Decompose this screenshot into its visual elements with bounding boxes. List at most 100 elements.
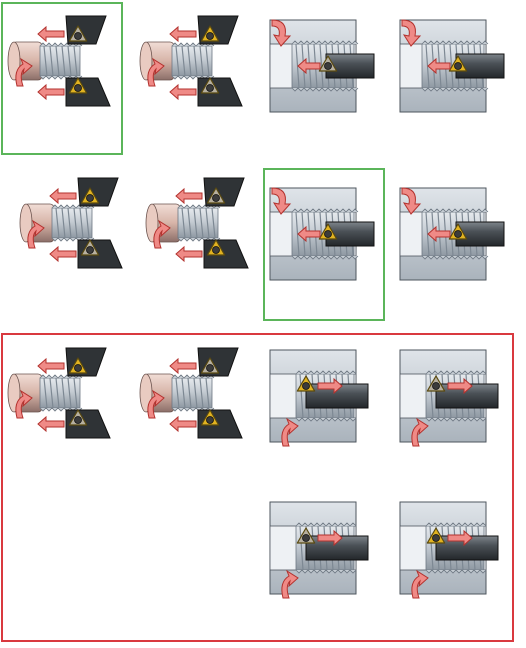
thread-teeth-bottom bbox=[51, 237, 95, 242]
thread-teeth-top bbox=[425, 522, 487, 527]
thread-crest bbox=[449, 211, 454, 257]
thread-crest bbox=[55, 377, 60, 409]
thread-crest bbox=[67, 377, 72, 409]
thread-teeth-top bbox=[295, 522, 357, 527]
rotation-arrow-icon bbox=[411, 569, 429, 599]
thread-crest bbox=[299, 373, 304, 419]
rotation-arrow-icon bbox=[147, 57, 165, 87]
thread-band bbox=[39, 377, 81, 409]
feed-arrow-left-icon bbox=[169, 415, 197, 433]
insert-screw-icon bbox=[302, 382, 310, 390]
thread-teeth-bottom bbox=[425, 417, 487, 422]
thread-crest bbox=[73, 377, 78, 409]
insert-screw-icon bbox=[212, 246, 220, 254]
thread-crest bbox=[49, 45, 54, 77]
feed-arrow-left-icon bbox=[37, 25, 65, 43]
thread-teeth-top bbox=[51, 204, 95, 209]
rotation-arrow-icon bbox=[27, 219, 45, 249]
thread-crest bbox=[449, 43, 454, 89]
insert-screw-icon bbox=[206, 84, 214, 92]
insert-screw-icon bbox=[86, 246, 94, 254]
thread-crest bbox=[67, 45, 72, 77]
feed-arrow-left-icon bbox=[169, 357, 197, 375]
feed-arrow-right-icon bbox=[317, 529, 343, 547]
thread-crest bbox=[429, 525, 434, 571]
thread-teeth-bottom bbox=[291, 255, 359, 260]
feed-arrow-left-icon bbox=[297, 57, 321, 75]
thread-crest bbox=[181, 45, 186, 77]
figure-r1c1 bbox=[7, 15, 111, 107]
rotation-arrow-icon bbox=[281, 569, 299, 599]
figure-r2c1 bbox=[19, 177, 123, 269]
thread-crest bbox=[319, 43, 324, 89]
insert-screw-icon bbox=[302, 534, 310, 542]
thread-teeth-bottom bbox=[291, 87, 359, 92]
thread-crest bbox=[61, 207, 66, 239]
thread-teeth-bottom bbox=[295, 417, 357, 422]
insert-screw-icon bbox=[324, 230, 332, 238]
figure-r4c4 bbox=[399, 501, 499, 599]
rotation-arrow-icon bbox=[281, 417, 299, 447]
figure-r1c2 bbox=[139, 15, 243, 107]
thread-teeth-bottom bbox=[421, 87, 489, 92]
insert-screw-icon bbox=[86, 194, 94, 202]
insert-screw-icon bbox=[206, 32, 214, 40]
feed-arrow-left-icon bbox=[169, 83, 197, 101]
figure-r2c3 bbox=[269, 187, 375, 281]
figure-r3c1 bbox=[7, 347, 111, 439]
thread-crest bbox=[67, 207, 72, 239]
thread-crest bbox=[429, 373, 434, 419]
thread-crest bbox=[187, 377, 192, 409]
feed-arrow-left-icon bbox=[37, 83, 65, 101]
highlight-frame-red bbox=[1, 333, 514, 642]
thread-crest bbox=[187, 45, 192, 77]
thread-crest bbox=[61, 45, 66, 77]
thread-teeth-top bbox=[171, 374, 215, 379]
figure-r3c4 bbox=[399, 349, 499, 447]
insert-screw-icon bbox=[206, 364, 214, 372]
thread-crest bbox=[193, 207, 198, 239]
thread-crest bbox=[199, 207, 204, 239]
highlight-frame-green bbox=[263, 168, 385, 321]
insert-screw-icon bbox=[212, 194, 220, 202]
thread-teeth-bottom bbox=[295, 569, 357, 574]
thread-teeth-bottom bbox=[177, 237, 221, 242]
figure-r3c3 bbox=[269, 349, 369, 447]
thread-crest bbox=[175, 45, 180, 77]
insert-screw-icon bbox=[324, 62, 332, 70]
insert-screw-icon bbox=[206, 416, 214, 424]
thread-crest bbox=[49, 377, 54, 409]
feed-arrow-left-icon bbox=[49, 245, 77, 263]
rotation-arrow-icon bbox=[411, 417, 429, 447]
thread-crest bbox=[319, 211, 324, 257]
feed-arrow-left-icon bbox=[37, 357, 65, 375]
thread-teeth-bottom bbox=[425, 569, 487, 574]
thread-teeth-top bbox=[295, 370, 357, 375]
thread-crest bbox=[205, 207, 210, 239]
feed-arrow-left-icon bbox=[37, 415, 65, 433]
insert-screw-icon bbox=[432, 534, 440, 542]
figure-r3c2 bbox=[139, 347, 243, 439]
thread-teeth-top bbox=[39, 374, 83, 379]
thread-crest bbox=[199, 45, 204, 77]
thread-crest bbox=[43, 45, 48, 77]
feed-arrow-left-icon bbox=[169, 25, 197, 43]
thread-crest bbox=[73, 45, 78, 77]
insert-screw-icon bbox=[74, 84, 82, 92]
thread-crest bbox=[85, 207, 90, 239]
rotation-arrow-icon bbox=[147, 389, 165, 419]
insert-screw-icon bbox=[74, 416, 82, 424]
insert-screw-icon bbox=[454, 62, 462, 70]
thread-teeth-bottom bbox=[421, 255, 489, 260]
rotation-arrow-icon bbox=[271, 187, 292, 215]
thread-teeth-bottom bbox=[171, 407, 215, 412]
thread-crest bbox=[181, 377, 186, 409]
thread-crest bbox=[55, 207, 60, 239]
rotation-arrow-icon bbox=[153, 219, 171, 249]
feed-arrow-left-icon bbox=[49, 187, 77, 205]
thread-teeth-bottom bbox=[39, 75, 83, 80]
thread-crest bbox=[211, 207, 216, 239]
feed-arrow-right-icon bbox=[317, 377, 343, 395]
